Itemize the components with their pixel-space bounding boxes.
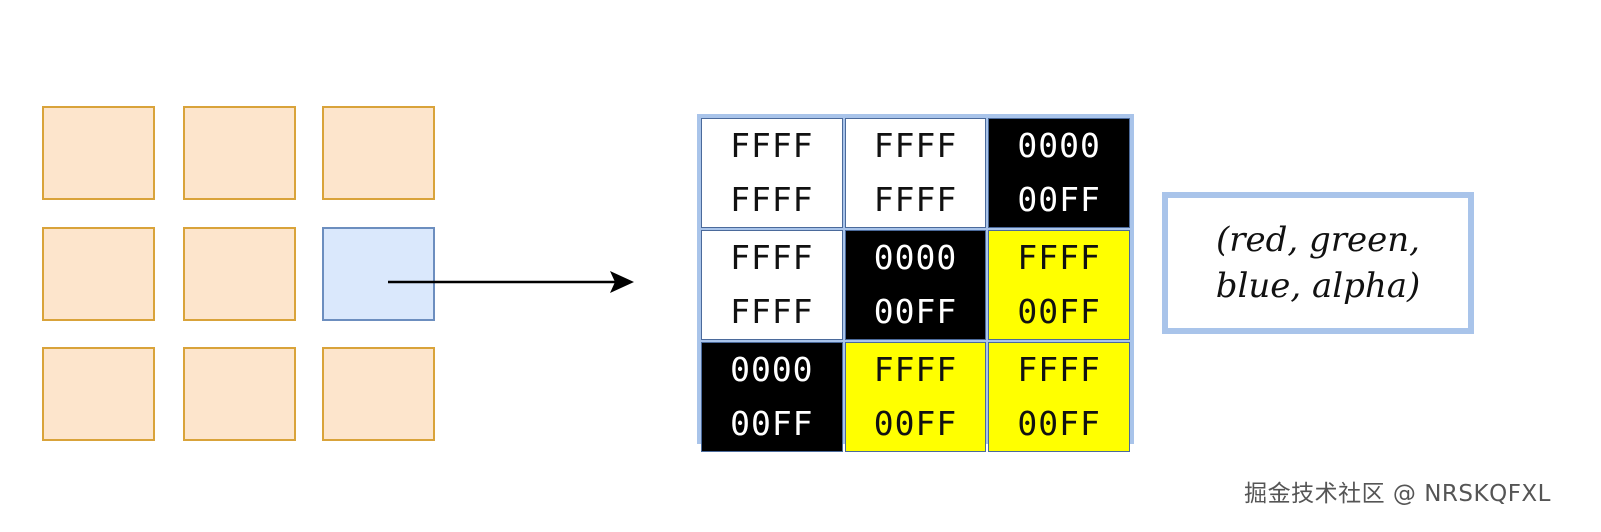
tile-r2-c1 <box>42 227 155 321</box>
pixel-cell: FFFF FFFF <box>844 118 987 228</box>
pixel-cell: FFFF 00FF <box>844 342 987 452</box>
pixel-value-line2: 00FF <box>1017 180 1101 219</box>
pixel-value-line2: 00FF <box>1017 404 1101 443</box>
watermark: 掘金技术社区 @ NRSKQFXL <box>1244 481 1551 507</box>
pixel-cell: 0000 00FF <box>988 118 1130 228</box>
pixel-cell: FFFF FFFF <box>701 230 843 340</box>
pixel-value-line2: 00FF <box>873 292 958 331</box>
pixel-value-line1: FFFF <box>873 126 958 165</box>
pixel-value-line1: 0000 <box>730 350 814 389</box>
pixel-cell: FFFF 00FF <box>988 342 1130 452</box>
tile-r1-c2 <box>183 106 296 200</box>
pixel-value-line1: 0000 <box>1017 126 1101 165</box>
pixel-value-line2: FFFF <box>730 292 814 331</box>
pixel-value-line2: 00FF <box>873 404 958 443</box>
pixel-value-line1: FFFF <box>730 126 814 165</box>
pixel-grid: FFFF FFFF FFFF FFFF 0000 00FF FFFF FFFF … <box>697 114 1134 452</box>
tile-r2-c3 <box>322 227 435 321</box>
pixel-cell: FFFF 00FF <box>988 230 1130 340</box>
pixel-value-line1: FFFF <box>1017 350 1101 389</box>
legend-line-2: blue, alpha) <box>1215 266 1421 306</box>
tile-r3-c1 <box>42 347 155 441</box>
pixel-cell: FFFF FFFF <box>701 118 843 228</box>
pixel-cell: 0000 00FF <box>701 342 843 452</box>
pixel-value-line1: FFFF <box>730 238 814 277</box>
pixel-value-line1: FFFF <box>1017 238 1101 277</box>
pixel-value-line1: 0000 <box>873 238 958 277</box>
pixel-value-line2: 00FF <box>1017 292 1101 331</box>
pixel-value-line2: FFFF <box>873 180 958 219</box>
tile-r3-c2 <box>183 347 296 441</box>
pixel-value-line2: FFFF <box>730 180 814 219</box>
pixel-value-line2: 00FF <box>730 404 814 443</box>
tile-r3-c3 <box>322 347 435 441</box>
pixel-value-line1: FFFF <box>873 350 958 389</box>
pixel-cell: 0000 00FF <box>844 230 987 340</box>
tile-r2-c2 <box>183 227 296 321</box>
tile-r1-c1 <box>42 106 155 200</box>
tile-r1-c3 <box>322 106 435 200</box>
legend-line-1: (red, green, <box>1216 220 1420 260</box>
arrow-icon <box>388 271 634 293</box>
channel-legend-box: (red, green, blue, alpha) <box>1162 192 1474 334</box>
